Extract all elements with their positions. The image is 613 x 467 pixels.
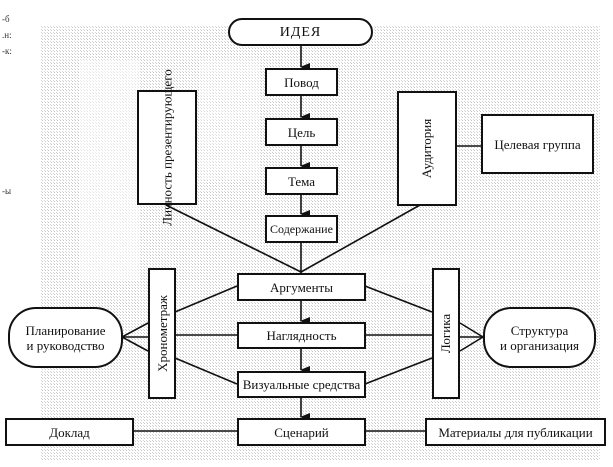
node-naglyadnost-label: Наглядность	[266, 328, 337, 343]
node-struktura-label: Структура и организация	[499, 322, 580, 353]
node-idea-label: ИДЕЯ	[279, 24, 322, 40]
node-lichnost-label: Личность презентирующего	[159, 69, 175, 226]
line-lichnost-argumenty	[165, 204, 302, 273]
node-argumenty: Аргументы	[237, 273, 366, 301]
margin-mark: -к:	[2, 46, 12, 56]
node-povod-label: Повод	[284, 74, 319, 90]
node-logika-label: Логика	[438, 313, 454, 354]
node-materialy: Материалы для публикации	[425, 418, 606, 446]
line-auditoriya-argumenty	[300, 204, 421, 273]
node-planirovanie: Планирование и руководство	[8, 307, 123, 368]
node-khronometrazh: Хронометраж	[148, 268, 176, 399]
node-doklad-label: Доклад	[49, 424, 90, 440]
node-auditoriya: Аудитория	[397, 91, 457, 206]
node-scenariy: Сценарий	[237, 418, 366, 446]
node-planirovanie-label: Планирование и руководство	[25, 322, 106, 353]
node-povod: Повод	[265, 68, 338, 96]
node-cel: Цель	[265, 118, 338, 146]
node-tema-label: Тема	[287, 173, 316, 189]
margin-mark: -ы	[2, 186, 12, 196]
node-khronometrazh-label: Хронометраж	[154, 295, 170, 372]
node-scenariy-label: Сценарий	[274, 424, 329, 440]
node-celevaya-gruppa: Целевая группа	[481, 114, 594, 174]
node-naglyadnost: Наглядность	[237, 322, 366, 349]
node-tema: Тема	[265, 167, 338, 195]
node-lichnost: Личность презентирующего	[137, 69, 197, 226]
node-soderzhanie: Содержание	[265, 215, 338, 243]
node-cel-label: Цель	[287, 124, 316, 140]
node-argumenty-label: Аргументы	[270, 279, 333, 295]
node-vizualnye-sredstva: Визуальные средства	[237, 371, 366, 398]
node-struktura: Структура и организация	[483, 307, 596, 368]
node-idea: ИДЕЯ	[228, 18, 373, 46]
node-vizualnye-sredstva-label: Визуальные средства	[242, 377, 361, 392]
node-auditoriya-label: Аудитория	[419, 118, 435, 179]
node-logika: Логика	[432, 268, 460, 399]
margin-mark: -б	[2, 14, 10, 24]
node-doklad: Доклад	[5, 418, 134, 446]
node-celevaya-gruppa-label: Целевая группа	[494, 136, 581, 152]
node-soderzhanie-label: Содержание	[270, 221, 333, 236]
node-materialy-label: Материалы для публикации	[438, 424, 593, 440]
margin-mark: .н:	[2, 30, 12, 40]
